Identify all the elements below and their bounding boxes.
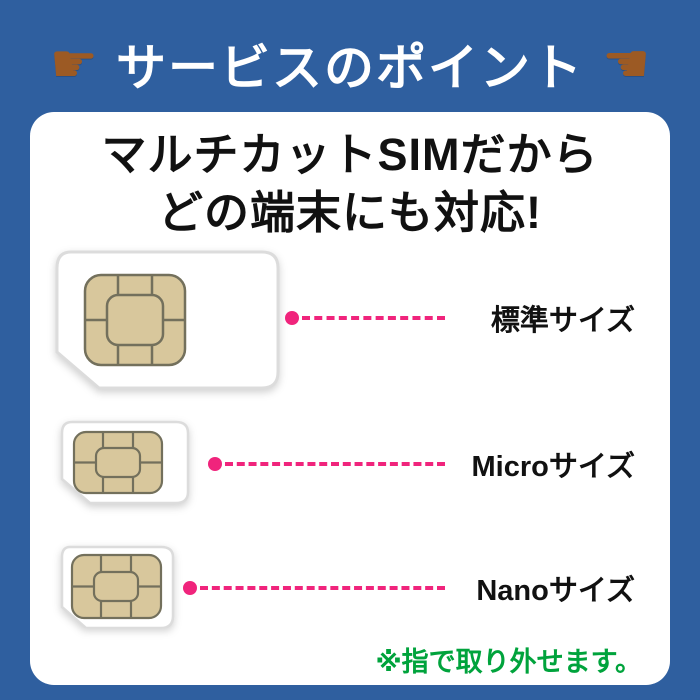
sim-size-label-nano: Nanoサイズ [476, 575, 635, 607]
pointing-hand-left-icon: ☚ [602, 32, 651, 95]
pointing-hand-right-icon: ☛ [49, 32, 98, 95]
removal-note: ※指で取り外せます。 [375, 647, 642, 677]
content-card: マルチカットSIMだから どの端末にも対応! 標準サイズ [30, 112, 670, 685]
sim-size-label-standard: 標準サイズ [490, 305, 635, 337]
callout-line-standard [302, 316, 445, 320]
callout-dot-micro [208, 457, 222, 471]
callout-line-nano [200, 586, 445, 590]
page-title: サービスのポイント [116, 40, 584, 96]
callout-dot-nano [183, 581, 197, 595]
header: ☛ サービスのポイント ☚ [0, 24, 700, 104]
card-title-line2: どの端末にも対応! [158, 186, 542, 238]
callout-line-micro [225, 462, 445, 466]
sim-card-standard-illustration [55, 250, 280, 390]
sim-card-micro-illustration [60, 420, 190, 505]
card-title-line1: マルチカットSIMだから [101, 129, 599, 180]
sim-card-nano-illustration [60, 545, 175, 628]
sim-size-label-micro: Microサイズ [471, 451, 635, 483]
callout-dot-standard [285, 311, 299, 325]
card-title: マルチカットSIMだから どの端末にも対応! [30, 126, 670, 241]
